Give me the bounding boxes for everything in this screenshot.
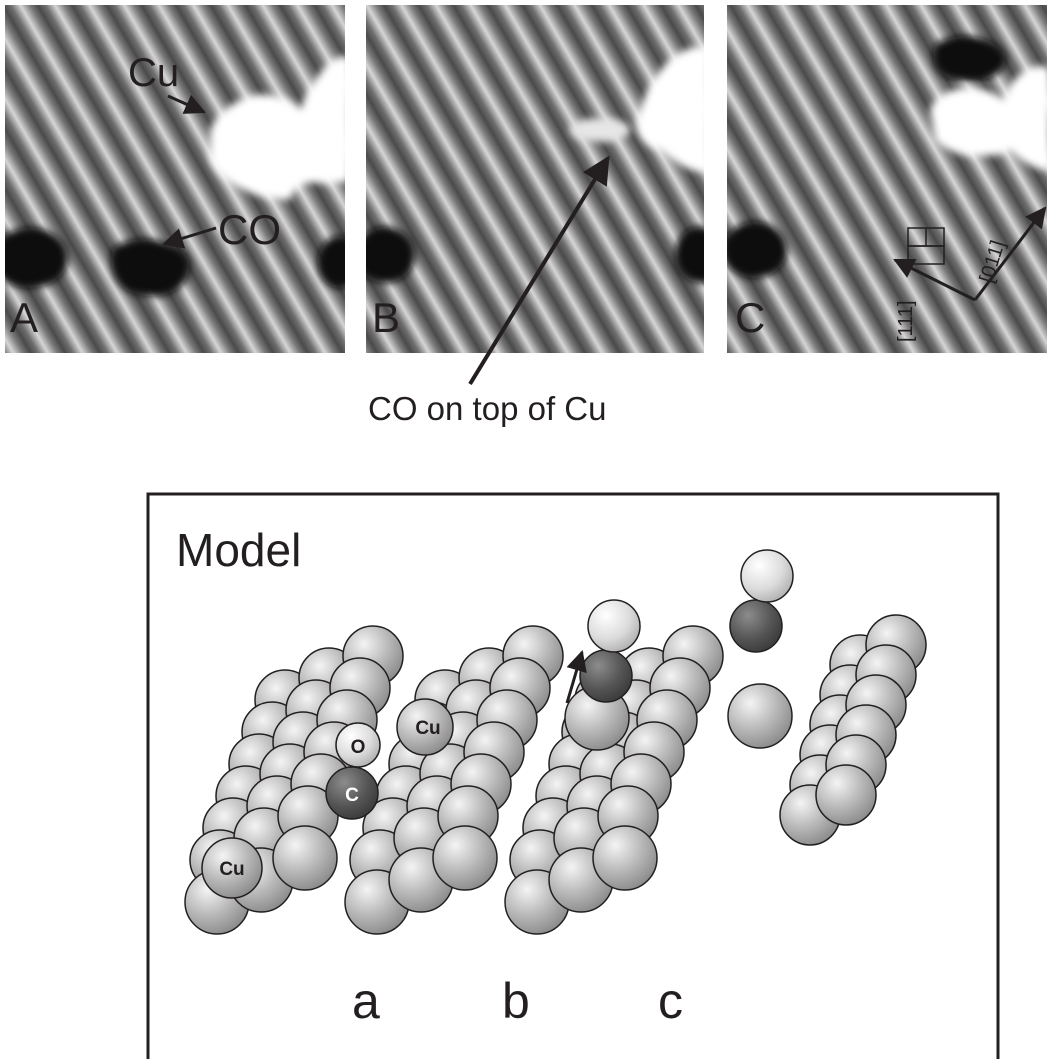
stm-panel-b: B [366,5,704,353]
cu-pointer-arrow [167,94,206,114]
cu-atom [815,764,877,826]
co-pointer-arrow [161,226,217,249]
cu-adatom-label: Cu [128,51,179,95]
panel-a-label: A [10,294,38,341]
direction-011-arrow [973,206,1047,301]
cu-atom-front-label: Cu [219,859,244,880]
carbon-atom-c [729,599,783,653]
panel-c-label: C [735,294,765,341]
oxygen-atom-b [587,599,641,653]
co-molecule-label: CO [218,206,281,253]
direction-111-arrow [893,258,976,302]
cu-atom [432,825,498,891]
desorption-arrow [565,649,587,704]
caption-arrow [468,155,610,386]
unit-cell-box-lower [907,245,945,265]
copper-slab [184,614,927,935]
carbon-label: C [345,785,359,806]
cu-adatom [396,698,454,756]
cu-atom [272,825,338,891]
panel-b-label: B [372,294,400,341]
oxygen-atom-c [740,549,794,603]
column-label-c: c [658,973,683,1029]
cu-atom [592,825,658,891]
column-label-b: b [502,973,530,1029]
model-title: Model [176,524,301,576]
cu-atom-front [201,837,263,899]
cu-adatom-label: Cu [415,718,440,739]
direction-111-label: [111] [895,300,917,342]
stm-panel-c: C [111] [011] [727,5,1047,353]
carbon-atom [325,766,379,820]
cu-adatom-c [727,683,793,749]
carbon-atom-b [579,649,633,703]
oxygen-label: O [351,737,366,758]
stm-panel-a: A Cu CO [5,5,345,353]
caption: CO on top of Cu [368,390,606,427]
column-label-a: a [352,973,380,1029]
